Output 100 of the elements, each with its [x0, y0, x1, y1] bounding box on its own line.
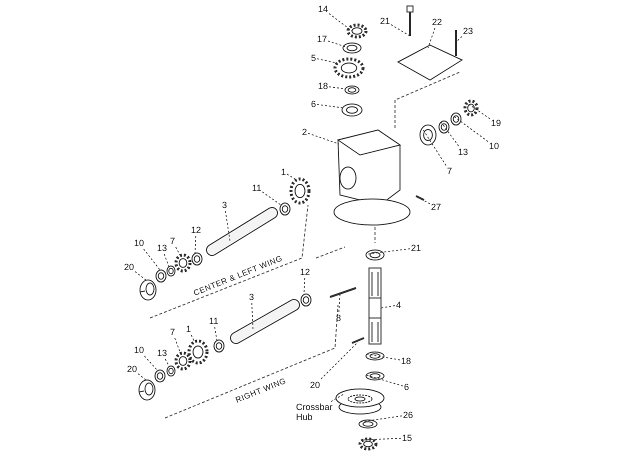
callout-number: 18: [401, 356, 412, 366]
callout-number: 21: [411, 243, 422, 253]
callout-number: 6: [311, 99, 316, 109]
leader-line: [452, 114, 488, 142]
bearing-drawing: [420, 124, 436, 146]
leader-line: [328, 13, 352, 32]
leader-line: [368, 248, 410, 254]
leader-line: [164, 254, 170, 268]
callout-number: 10: [489, 141, 500, 151]
key-drawing: [330, 287, 356, 298]
callout-number: 1: [281, 167, 286, 177]
leader-line: [360, 415, 402, 422]
leader-line: [390, 24, 410, 36]
leader-line: [362, 438, 402, 440]
ring-drawing: [166, 266, 176, 276]
callout-number: 10: [134, 345, 144, 355]
callout-number: 18: [318, 81, 328, 91]
ring-drawing: [214, 340, 224, 352]
leader-line: [194, 236, 196, 254]
leader-line: [138, 373, 146, 380]
callout-number: 1: [186, 324, 192, 334]
ring-drawing: [156, 270, 166, 282]
bolt-drawing: [416, 195, 424, 201]
ring-drawing: [280, 202, 290, 216]
leader-line: [251, 302, 254, 330]
bearing-drawing: [342, 104, 362, 116]
leader-line: [428, 28, 436, 48]
gearbox-housing-drawing: [334, 129, 410, 226]
leader-line: [456, 36, 462, 42]
callout-number: 13: [458, 147, 468, 157]
callout-number: 2: [302, 127, 308, 137]
ring-drawing: [300, 294, 312, 306]
leader-line: [143, 248, 160, 270]
leader-line: [164, 358, 170, 366]
gear-drawing: [290, 178, 310, 204]
shaft-drawing: [206, 207, 278, 256]
leader-line: [134, 271, 146, 280]
callout-number: 17: [317, 34, 328, 44]
callout-number: 12: [191, 225, 202, 235]
callout-number: 20: [310, 380, 320, 390]
callout-number: 11: [252, 183, 262, 193]
leader-line: [366, 354, 400, 360]
callout-number: 14: [318, 4, 328, 14]
callout-number: 13: [157, 243, 168, 253]
callout-number: 20: [124, 262, 134, 272]
leader-line: [316, 104, 344, 108]
ring-drawing: [366, 352, 384, 360]
part-label: Crossbar Hub: [296, 402, 330, 422]
leader-line: [328, 86, 346, 90]
cover-plate-drawing: [396, 44, 464, 81]
callout-number: 19: [491, 118, 502, 128]
callout-number: 10: [134, 238, 144, 248]
shaft-drawing: [368, 268, 382, 344]
callout-number: 7: [447, 166, 452, 176]
callout-number: 8: [336, 313, 342, 323]
ring-drawing: [154, 370, 166, 382]
leader-line: [316, 58, 338, 64]
callout-number: 7: [170, 327, 176, 337]
cap-drawing: [140, 280, 156, 300]
leader-line: [174, 338, 180, 352]
callout-number: 22: [432, 17, 442, 27]
callout-number: 26: [403, 410, 414, 420]
leader-line: [328, 40, 346, 48]
leader-line: [190, 334, 194, 342]
leader-line: [338, 294, 340, 312]
leader-line: [286, 174, 296, 180]
leader-line: [308, 132, 340, 144]
callout-number: 21: [380, 16, 390, 26]
callout-number: 5: [311, 53, 316, 63]
callout-number: 13: [157, 348, 168, 358]
leader-line: [304, 278, 306, 294]
washer-drawing: [342, 42, 362, 54]
bearing-drawing: [174, 254, 192, 272]
callout-number: 3: [249, 292, 254, 302]
nut-drawing: [346, 24, 368, 38]
ring-drawing: [166, 366, 176, 376]
hub-drawing: [336, 388, 384, 414]
leader-line: [380, 305, 396, 308]
ring-drawing: [344, 86, 360, 94]
washer-drawing: [358, 420, 378, 428]
ring-drawing: [192, 252, 202, 266]
leader-line: [418, 198, 430, 204]
leader-line: [214, 326, 218, 342]
callout-number: 23: [463, 26, 474, 36]
callout-number: 11: [209, 316, 218, 326]
leader-line: [330, 394, 344, 402]
callout-number: 27: [431, 202, 442, 212]
gear-drawing: [334, 58, 364, 78]
callout-number: 20: [127, 364, 138, 374]
bearing-drawing: [174, 352, 192, 370]
ring-drawing: [366, 250, 384, 260]
bolt-drawing: [406, 6, 414, 36]
callout-number: 6: [404, 382, 410, 392]
cap-drawing: [138, 380, 156, 400]
callout-number: 12: [300, 267, 310, 277]
leader-line: [144, 356, 158, 372]
leader-line: [262, 192, 282, 206]
leader-line: [366, 374, 404, 386]
ring-drawing: [438, 120, 450, 134]
nut-drawing: [358, 438, 378, 450]
